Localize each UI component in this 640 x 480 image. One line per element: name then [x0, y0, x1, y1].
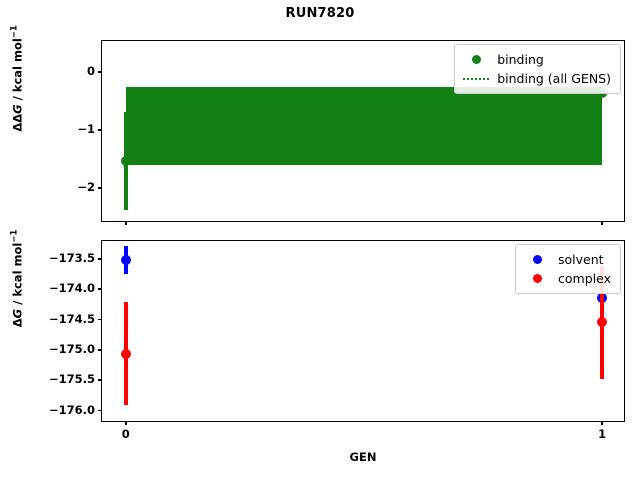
legend-dotted-line-icon — [462, 77, 490, 80]
legend-entry[interactable]: solvent — [523, 250, 611, 269]
bottom-y-axis-label-text: ΔG / kcal mol — [10, 242, 25, 328]
x-tick-mark — [601, 221, 603, 225]
y-tick-label: 0 — [86, 64, 95, 79]
data-point-marker[interactable] — [120, 348, 131, 359]
x-tick-label: 1 — [598, 427, 607, 441]
page-title: RUN7820 — [285, 6, 355, 21]
legend-label: binding (all GENS) — [497, 71, 611, 86]
legend-label: complex — [558, 271, 611, 286]
bottom-panel-y-axis-label: ΔG / kcal mol−1 — [10, 198, 25, 358]
x-axis-label: GEN — [349, 450, 377, 464]
bottom-y-axis-label-exponent: −1 — [9, 229, 20, 243]
top-panel-axes: 0 −1 −2 binding binding (all GENS) — [77, 40, 625, 225]
data-point-marker[interactable] — [120, 254, 131, 265]
top-panel-y-axis-label: ΔΔG / kcal mol−1 — [10, 0, 25, 158]
y-tick-label: −175.0 — [48, 341, 95, 356]
y-tick-mark — [98, 348, 102, 351]
bottom-panel-plot-area — [102, 241, 624, 421]
y-tick-mark — [98, 288, 102, 290]
legend-entry[interactable]: binding (all GENS) — [462, 69, 611, 88]
x-tick-mark — [601, 421, 603, 425]
legend-entry[interactable]: complex — [523, 269, 611, 288]
top-y-axis-label-exponent: −1 — [9, 25, 20, 39]
legend-dot-icon — [462, 55, 490, 64]
y-tick-label: −176.0 — [48, 402, 95, 417]
legend-dot-icon — [523, 255, 551, 264]
legend-label: binding — [497, 52, 544, 67]
y-tick-label: −174.0 — [48, 281, 95, 296]
y-tick-mark — [98, 71, 102, 73]
bottom-panel-legend: solvent complex — [515, 244, 621, 294]
y-tick-label: −2 — [77, 180, 95, 195]
y-tick-label: −174.5 — [48, 311, 95, 326]
x-tick-mark — [125, 221, 127, 225]
y-tick-label: −173.5 — [48, 250, 95, 265]
y-tick-label: −175.5 — [48, 372, 95, 387]
top-panel-legend: binding binding (all GENS) — [454, 44, 621, 94]
binding-all-gens-band — [125, 87, 603, 166]
top-panel-plot-area — [102, 41, 624, 221]
x-tick-label: 0 — [121, 427, 130, 441]
y-tick-mark — [98, 187, 102, 189]
legend-label: solvent — [558, 252, 604, 267]
y-tick-mark — [98, 409, 102, 412]
bottom-panel-axes: −173.5 −174.0 −174.5 −175.0 −175.5 −176.0 0 1 s… — [49, 240, 625, 441]
legend-entry[interactable]: binding — [462, 50, 611, 69]
x-tick-mark — [125, 421, 127, 425]
y-tick-mark — [98, 257, 102, 260]
legend-dot-icon — [523, 274, 551, 283]
y-tick-mark — [98, 379, 102, 381]
data-point-marker[interactable] — [597, 317, 608, 328]
top-y-axis-label-text: ΔΔG / kcal mol — [10, 38, 25, 132]
y-tick-mark — [98, 318, 102, 321]
y-tick-mark — [98, 129, 102, 131]
y-tick-label: −1 — [77, 122, 95, 137]
